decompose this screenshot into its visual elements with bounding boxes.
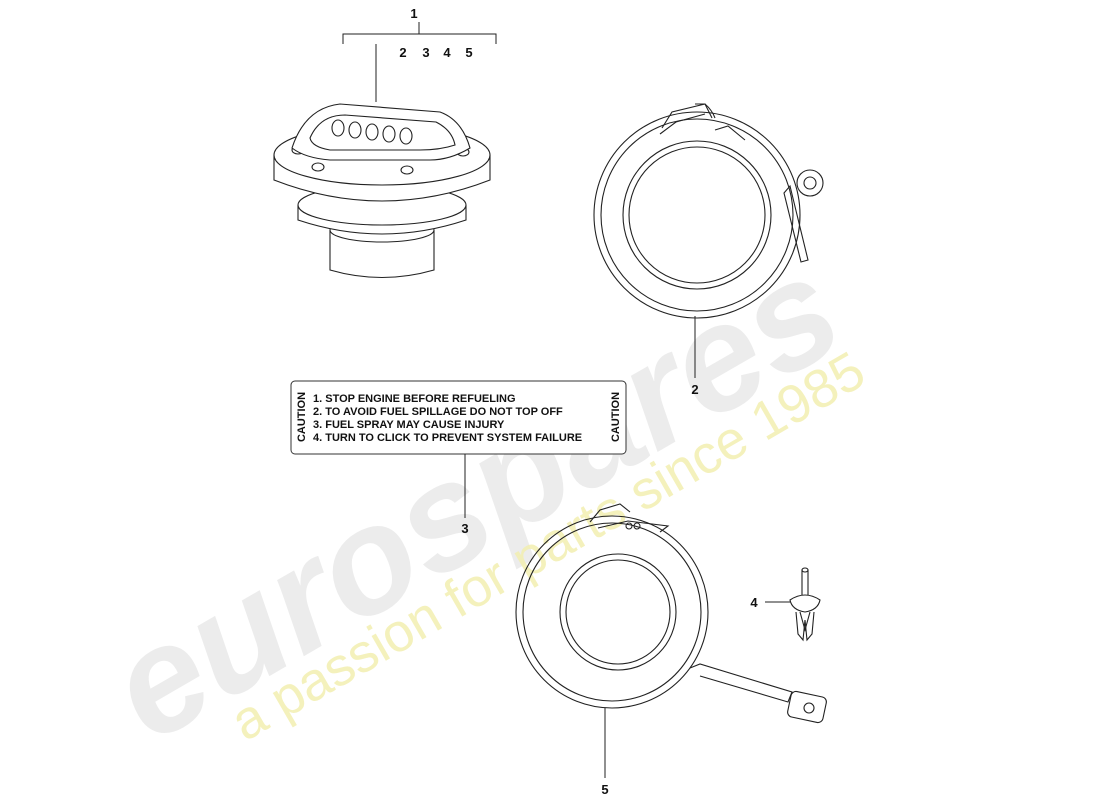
callout-1-sub-4: 4 [443,45,451,60]
fuel-cap-icon [273,103,491,278]
caution-side-right: CAUTION [610,392,622,442]
caution-line-3: 3. FUEL SPRAY MAY CAUSE INJURY [313,419,505,431]
callout-5: 5 [601,782,608,797]
callout-1-sub-3: 3 [422,45,429,60]
callout-4: 4 [750,595,758,610]
watermark: eurospares a passion for parts since 198… [82,223,875,773]
callout-1-sub-5: 5 [465,45,472,60]
tether-ring-strap-icon [515,503,827,724]
callout-2: 2 [691,382,698,397]
caution-side-left: CAUTION [296,392,308,442]
callout-1-sub-2: 2 [399,45,406,60]
caution-line-4: 4. TURN TO CLICK TO PREVENT SYSTEM FAILU… [313,432,582,444]
callout-1: 1 [410,6,417,21]
caution-line-2: 2. TO AVOID FUEL SPILLAGE DO NOT TOP OFF [313,406,563,418]
tether-ring-eyelet-icon [593,103,824,319]
assembly-callout: 1 2 3 4 5 [342,6,497,102]
caution-label-icon: CAUTION CAUTION 1. STOP ENGINE BEFORE RE… [290,380,627,455]
push-rivet-icon [789,567,821,642]
caution-line-1: 1. STOP ENGINE BEFORE REFUELING [313,393,516,405]
callout-3: 3 [461,521,468,536]
